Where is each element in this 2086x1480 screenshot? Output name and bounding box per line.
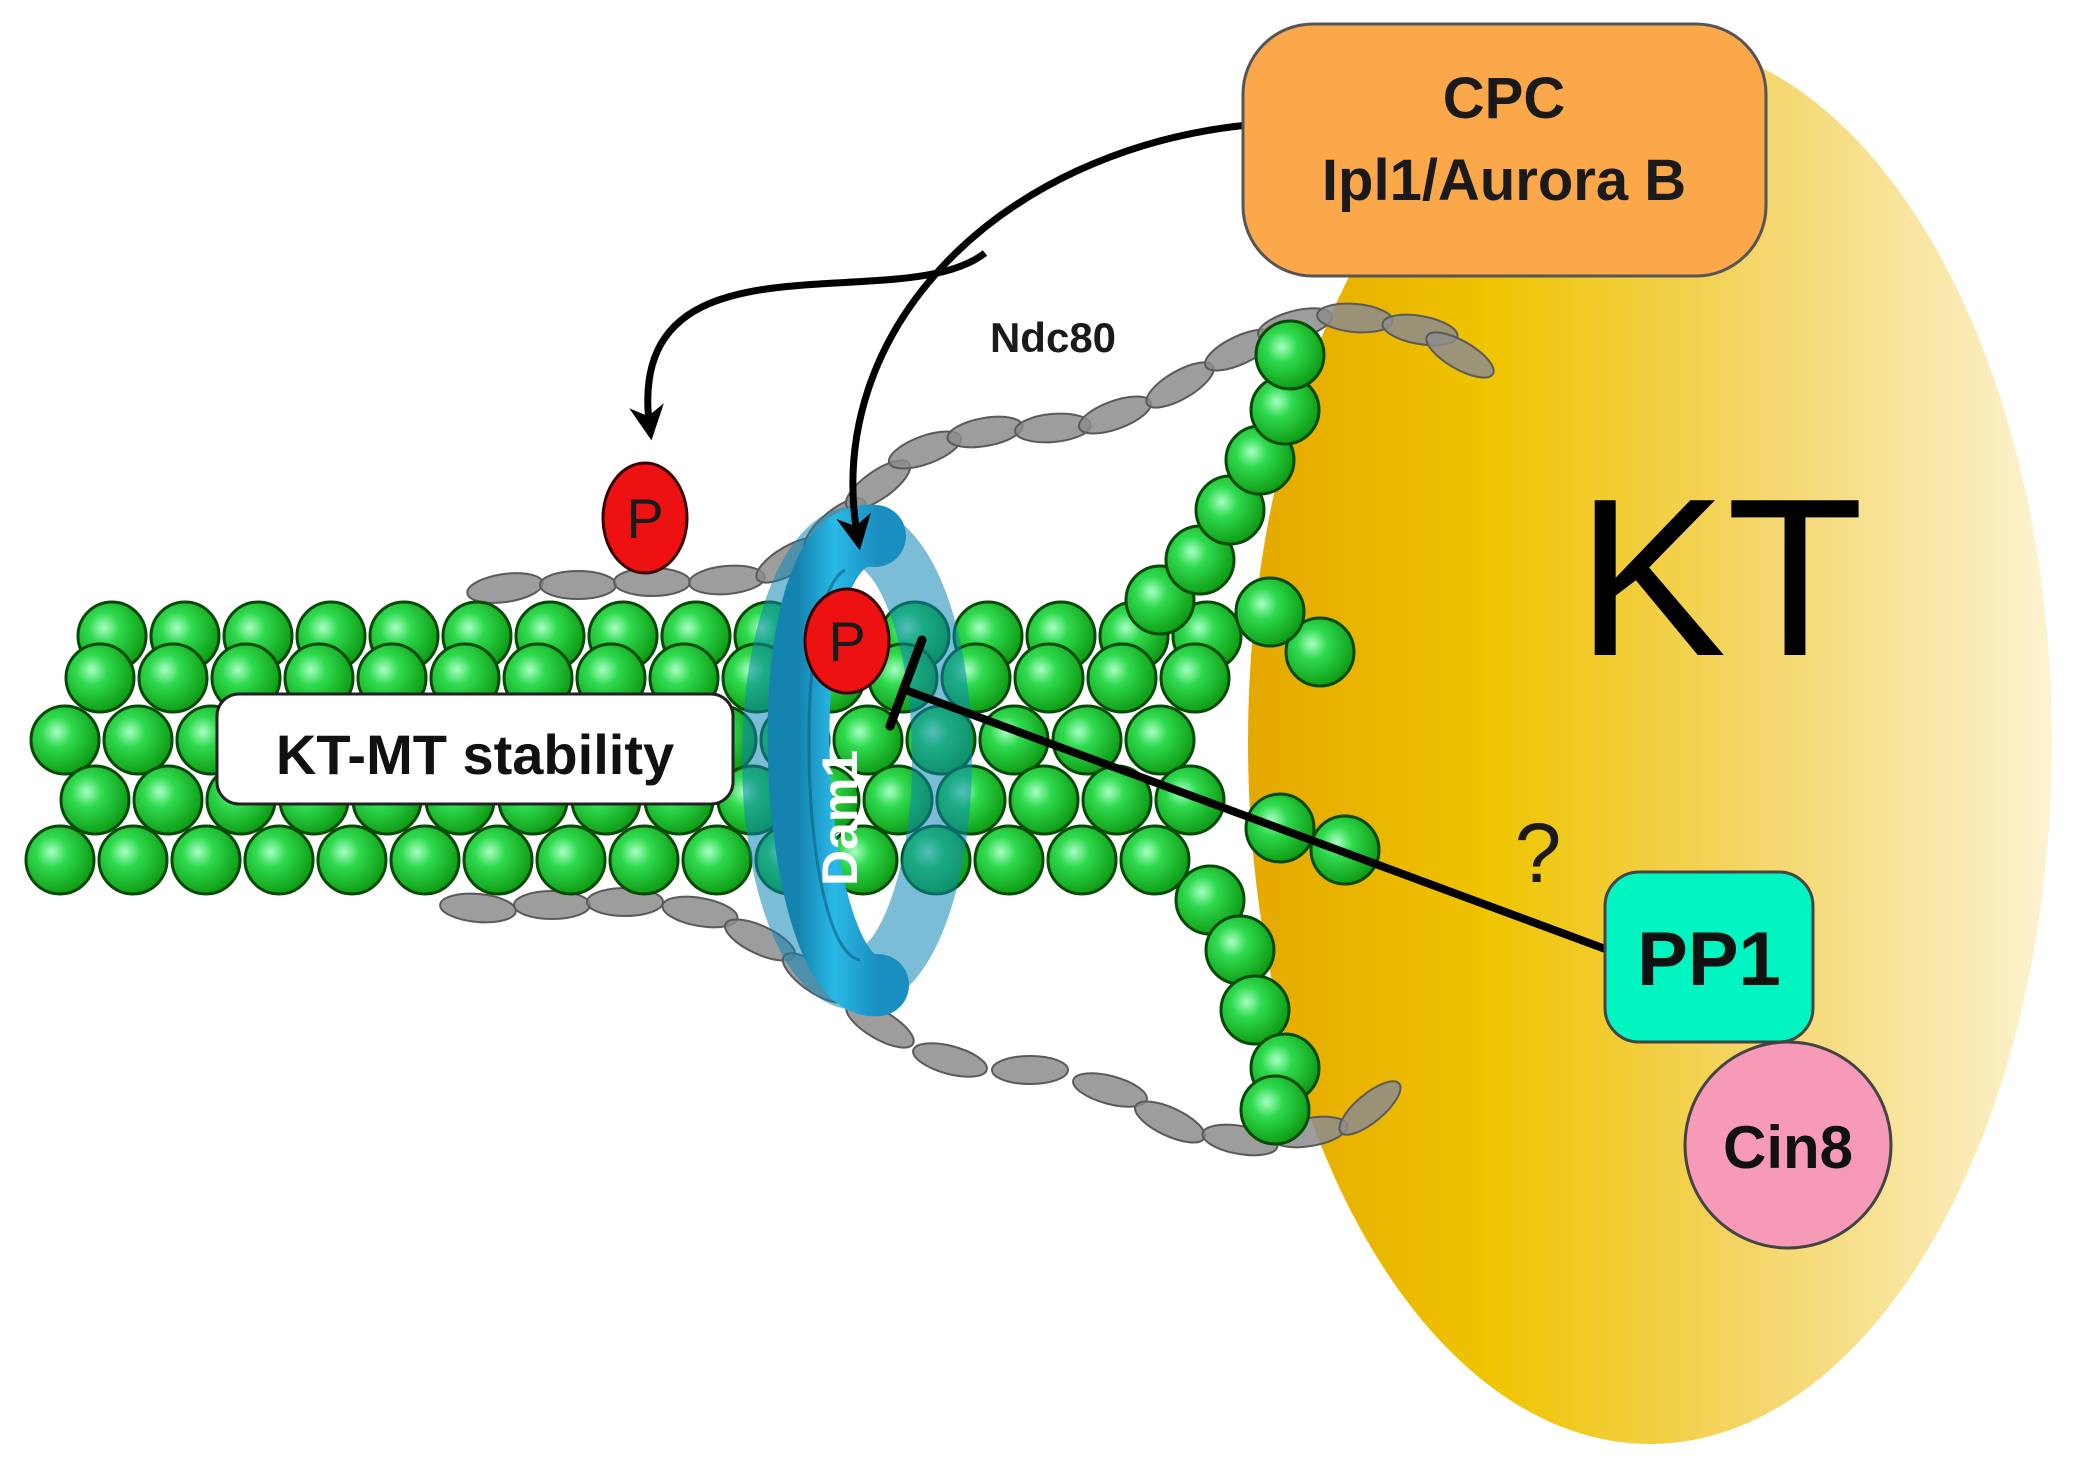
ndc80-subunit [688,564,766,596]
ipl1-aurora-b-label: Ipl1/Aurora B [1322,148,1686,213]
tubulin-subunit [132,764,204,836]
kt-mt-stability-box [215,692,735,806]
tubulin-subunit [1159,642,1231,714]
tubulin-subunit [462,824,534,896]
tubulin-subunit [1154,764,1226,836]
ndc80-subunit [513,890,591,920]
cpc-arrow-to-dam1 [836,121,1249,551]
dam1-phosphate-icon [803,587,891,695]
ndc80-subunit [1338,1080,1402,1136]
inhibition-bar [885,635,927,731]
ndc80-subunit [1425,331,1495,379]
ndc80-phosphate-label: P [626,487,663,550]
dam1-label: Dam1 [812,750,868,886]
tubulin-subunit [1204,914,1276,986]
tubulin-subunit [1051,704,1123,776]
cpc-box [1241,22,1768,278]
tubulin-subunit [59,764,131,836]
tubulin-subunit [97,824,169,896]
tubulin-subunit [1119,824,1191,896]
ndc80-subunit [439,892,517,924]
tubulin-subunit [1239,1074,1311,1146]
tubulin-subunit [24,824,96,896]
tubulin-subunit [1008,764,1080,836]
ndc80-subunit [1134,1100,1206,1144]
tubulin-subunit [535,824,607,896]
tubulin-subunit [29,704,101,776]
tubulin-subunit [1219,974,1291,1046]
tubulin-subunit [389,824,461,896]
question-mark: ? [1515,806,1562,900]
ndc80-subunit [991,1055,1069,1085]
tubulin-subunit [243,824,315,896]
tubulin-subunit [64,642,136,714]
tubulin-subunit [1086,642,1158,714]
cin8-label: Cin8 [1723,1114,1853,1181]
dam1-phosphate-label: P [828,610,865,673]
pp1-inhibition-line [898,684,1610,954]
pp1-box [1603,870,1815,1044]
tubulin-subunit [316,824,388,896]
tubulin-subunit [1013,642,1085,714]
tubulin-subunit [1254,319,1326,391]
dam1-ring-front [767,504,909,1017]
ndc80-subunit [912,1042,988,1078]
ndc80-subunit [1072,1072,1148,1108]
pp1-label: PP1 [1637,917,1781,1002]
tubulin-subunit [681,824,753,896]
tubulin-subunit [137,642,209,714]
tubulin-subunit [170,824,242,896]
ndc80-subunit [946,415,1024,449]
tubulin-subunit [102,704,174,776]
ndc80-subunit [539,570,617,600]
tubulin-subunit [1284,616,1356,688]
ndc80-subunit [1077,395,1153,435]
cpc-label: CPC [1443,66,1565,131]
tubulin-subunit [973,824,1045,896]
tubulin-subunit [608,824,680,896]
tubulin-subunit [1234,576,1306,648]
ndc80-phosphate-icon [601,461,689,575]
kt-label: KT [1576,451,1864,703]
ndc80-label: Ndc80 [990,314,1116,361]
tubulin-subunit [1124,704,1196,776]
tubulin-subunit [832,704,904,776]
tubulin-subunit [1046,824,1118,896]
kt-mt-stability-label: KT-MT stability [276,723,674,786]
